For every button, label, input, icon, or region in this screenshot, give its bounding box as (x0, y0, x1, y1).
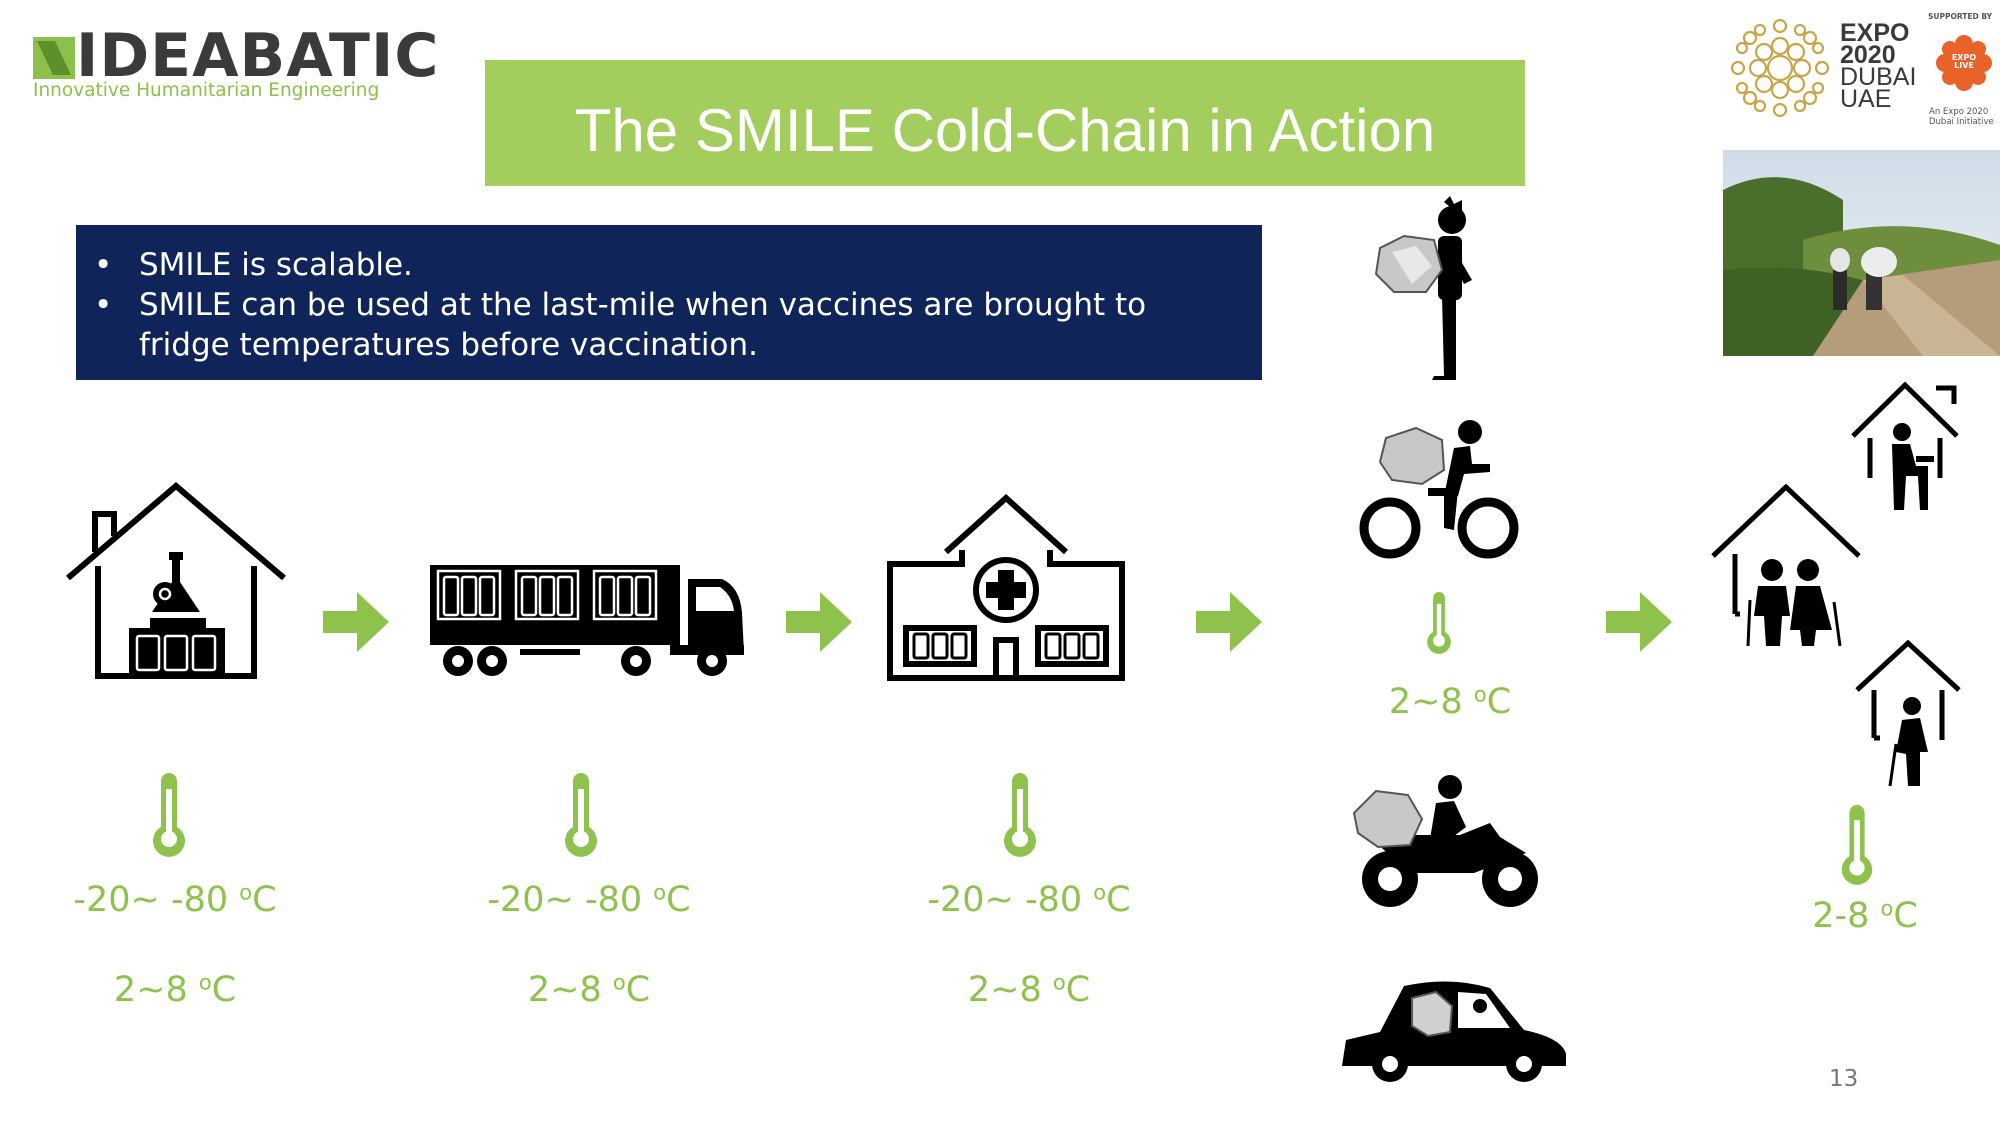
bullet-item: SMILE is scalable. (94, 245, 1262, 285)
bullet-item: SMILE can be used at the last-mile when … (94, 285, 1219, 365)
slide-title-banner: The SMILE Cold-Chain in Action (485, 60, 1525, 186)
supported-by-label: SUPPORTED BY (1928, 12, 1993, 21)
field-photo (1723, 150, 2000, 356)
stage1-fridge-temp: 2~8 oC (113, 970, 237, 1010)
stage2-low-temp: -20~ -80 oC (487, 880, 691, 920)
expo-initiative-line2: Dubai Initiative (1929, 117, 1994, 127)
expo-live-star-icon (1936, 35, 1992, 91)
arrow-right-icon (786, 592, 852, 652)
thermometer-icon (1427, 592, 1451, 654)
expo-live-label: EXPO LIVE (1951, 53, 1977, 70)
expo-country: UAE (1840, 85, 1892, 113)
home-elderly-couple-icon (1711, 484, 1861, 647)
stage3-fridge-temp: 2~8 oC (967, 970, 1091, 1010)
bullet-box: SMILE is scalable. SMILE can be used at … (76, 225, 1262, 380)
lastmile-temp: 2~8 oC (1388, 682, 1512, 722)
hospital-icon (887, 494, 1125, 681)
bicycle-courier-icon (1359, 420, 1519, 559)
expo-2020-logo: EXPO 2020 DUBAI UAE SUPPORTED BY EXPO LI… (1728, 10, 2000, 130)
arrow-right-icon (1606, 592, 1672, 652)
thermometer-icon (1004, 773, 1036, 857)
factory-lab-icon (66, 482, 286, 679)
stage1-low-temp: -20~ -80 oC (73, 880, 277, 920)
thermometer-icon (565, 773, 597, 857)
stage3-low-temp: -20~ -80 oC (927, 880, 1131, 920)
walking-carrier-icon (1374, 196, 1472, 380)
expo-city: DUBAI (1840, 63, 1917, 91)
expo-ring-icon (1730, 18, 1830, 118)
arrow-right-icon (323, 592, 389, 652)
expo-year: 2020 (1840, 41, 1896, 69)
bullet-list: SMILE is scalable. SMILE can be used at … (76, 225, 1262, 365)
stage2-fridge-temp: 2~8 oC (527, 970, 651, 1010)
motorbike-courier-icon (1352, 775, 1538, 907)
carrying-cooler-photo (1723, 150, 2000, 356)
expo-initiative-line1: An Expo 2020 (1929, 107, 1989, 117)
destination-temp: 2-8 oC (1812, 896, 1918, 936)
page-number: 13 (1829, 1066, 1859, 1092)
home-elderly-person-icon (1855, 640, 1961, 787)
logo-tagline: Innovative Humanitarian Engineering (33, 80, 380, 101)
truck-icon (430, 565, 744, 676)
car-courier-icon (1342, 981, 1566, 1082)
logo-mark-icon (33, 37, 75, 79)
thermometer-icon (153, 773, 185, 857)
thermometer-icon (1841, 805, 1873, 885)
logo-name: IDEABATIC (76, 21, 440, 91)
home-person-chair-icon (1851, 382, 1959, 510)
expo-initiative: An Expo 2020 Dubai Initiative (1929, 107, 1994, 127)
slide-title: The SMILE Cold-Chain in Action (574, 96, 1436, 164)
arrow-right-icon (1196, 592, 1262, 652)
expo-text: EXPO (1840, 19, 1910, 47)
